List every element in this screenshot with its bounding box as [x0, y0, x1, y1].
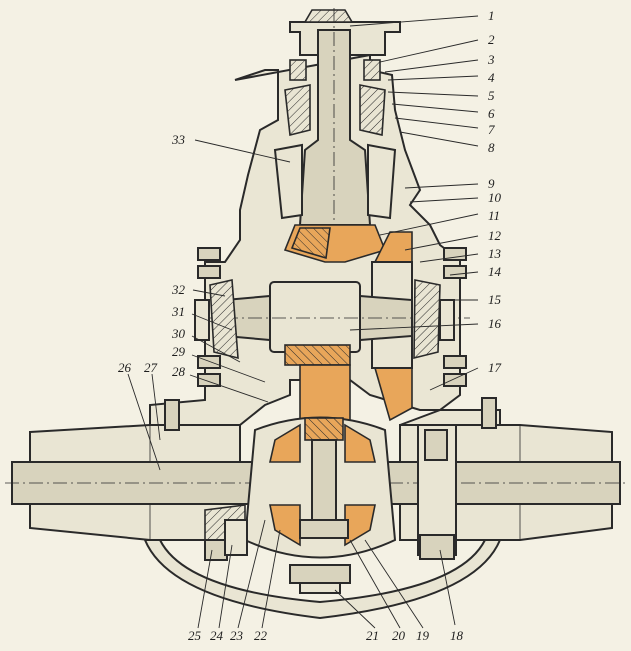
callout-3: 3 — [487, 52, 495, 67]
callout-18: 18 — [450, 628, 464, 643]
flange-bolts — [197, 247, 467, 387]
callout-19: 19 — [416, 628, 430, 643]
drive-bevel-pinion — [283, 224, 387, 263]
lower-cover — [143, 539, 502, 620]
pinion-bearings — [273, 59, 397, 220]
lower-bolt — [289, 564, 351, 594]
callout-4: 4 — [488, 70, 495, 85]
callout-16: 16 — [488, 316, 502, 331]
callout-10: 10 — [488, 190, 502, 205]
differential — [243, 416, 397, 559]
callout-8: 8 — [488, 140, 495, 155]
adjusting-bracket — [417, 424, 457, 560]
callout-21: 21 — [366, 628, 379, 643]
callout-32: 32 — [171, 282, 186, 297]
housing-bolts — [164, 397, 497, 431]
callout-1: 1 — [488, 8, 495, 23]
callout-24: 24 — [210, 628, 224, 643]
callout-22: 22 — [254, 628, 268, 643]
callout-12: 12 — [488, 228, 502, 243]
callout-numbers: 1 2 3 4 5 6 7 8 9 10 11 12 13 14 15 16 1… — [118, 8, 502, 643]
left-bearing-cap — [204, 504, 248, 561]
callout-29: 29 — [172, 344, 186, 359]
callout-14: 14 — [488, 264, 502, 279]
callout-13: 13 — [488, 246, 502, 261]
callout-31: 31 — [171, 304, 185, 319]
callout-7: 7 — [488, 122, 495, 137]
callout-6: 6 — [488, 106, 495, 121]
callout-27: 27 — [144, 360, 158, 375]
side-bearings — [194, 279, 455, 360]
callout-20: 20 — [392, 628, 406, 643]
callout-9: 9 — [488, 176, 495, 191]
callout-15: 15 — [488, 292, 502, 307]
callout-11: 11 — [488, 208, 500, 223]
callout-17: 17 — [488, 360, 502, 375]
callout-33: 33 — [171, 132, 186, 147]
callout-2: 2 — [488, 32, 495, 47]
callout-25: 25 — [188, 628, 202, 643]
leader-lines — [127, 15, 479, 629]
callout-5: 5 — [488, 88, 495, 103]
callout-28: 28 — [172, 364, 186, 379]
callout-26: 26 — [118, 360, 132, 375]
callout-30: 30 — [171, 326, 186, 341]
callout-23: 23 — [230, 628, 244, 643]
